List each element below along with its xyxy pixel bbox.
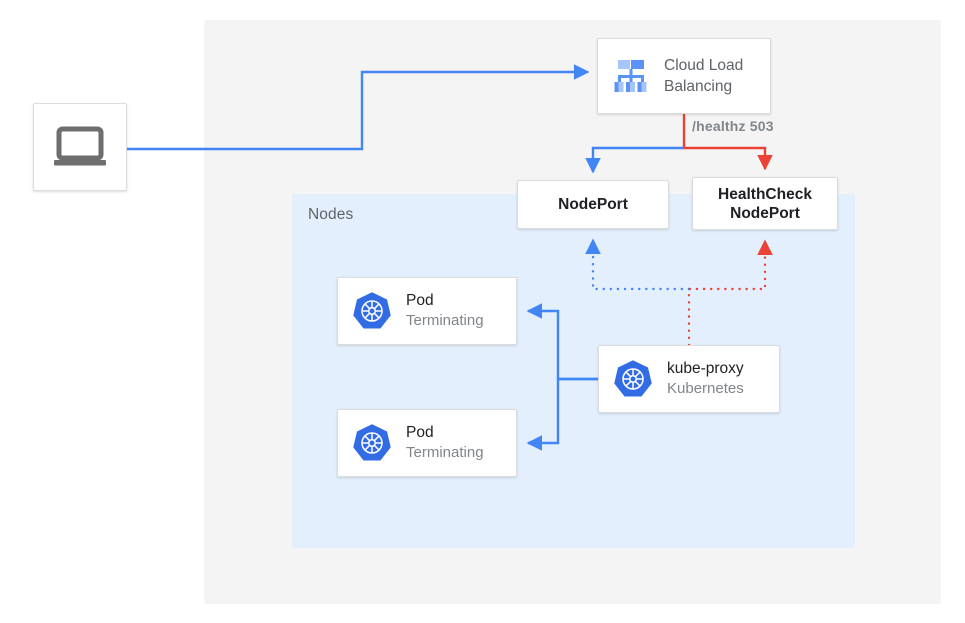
kube-proxy-node: kube-proxy Kubernetes <box>598 345 780 413</box>
healthcheck-nodeport-label-line1: HealthCheck <box>718 185 812 203</box>
pod-node-2-text: Pod Terminating <box>406 423 484 463</box>
cloud-load-balancing-label-line2: Balancing <box>664 78 733 95</box>
healthz-edge-label: /healthz 503 <box>692 118 774 134</box>
nodes-region-label: Nodes <box>308 206 354 223</box>
healthcheck-nodeport-node: HealthCheck NodePort <box>692 177 838 230</box>
kube-proxy-subtitle: Kubernetes <box>667 380 744 397</box>
pod-node-2: Pod Terminating <box>337 409 517 477</box>
healthcheck-nodeport-label-line2: NodePort <box>730 204 800 222</box>
healthcheck-nodeport-label: HealthCheck NodePort <box>718 185 812 223</box>
nodeport-node: NodePort <box>517 180 669 229</box>
client-node <box>33 103 127 191</box>
cloud-load-balancing-node: Cloud Load Balancing <box>597 38 771 114</box>
kube-proxy-title: kube-proxy <box>667 360 744 377</box>
cloud-load-balancing-icon <box>614 60 647 92</box>
edge-load-balancer-split <box>585 114 773 174</box>
pod-node-1-status: Terminating <box>406 312 484 329</box>
laptop-icon <box>54 126 106 166</box>
kubernetes-icon <box>353 424 391 461</box>
pod-node-2-status: Terminating <box>406 444 484 461</box>
kubernetes-icon <box>614 360 652 397</box>
cloud-load-balancing-label: Cloud Load Balancing <box>664 55 743 97</box>
pod-node-1-title: Pod <box>406 292 434 309</box>
edge-kubeproxy-to-pods <box>526 303 598 451</box>
edge-client-to-load-balancer <box>127 64 590 151</box>
kube-proxy-text: kube-proxy Kubernetes <box>667 359 744 399</box>
cloud-load-balancing-label-line1: Cloud Load <box>664 57 744 74</box>
edge-kubeproxy-to-nodeport <box>585 238 691 291</box>
pod-node-1-text: Pod Terminating <box>406 291 484 331</box>
pod-node-1: Pod Terminating <box>337 277 517 345</box>
nodeport-label: NodePort <box>558 196 628 213</box>
kubernetes-icon <box>353 292 391 329</box>
edge-kubeproxy-to-healthcheck-nodeport <box>687 239 773 347</box>
pod-node-2-title: Pod <box>406 424 434 441</box>
